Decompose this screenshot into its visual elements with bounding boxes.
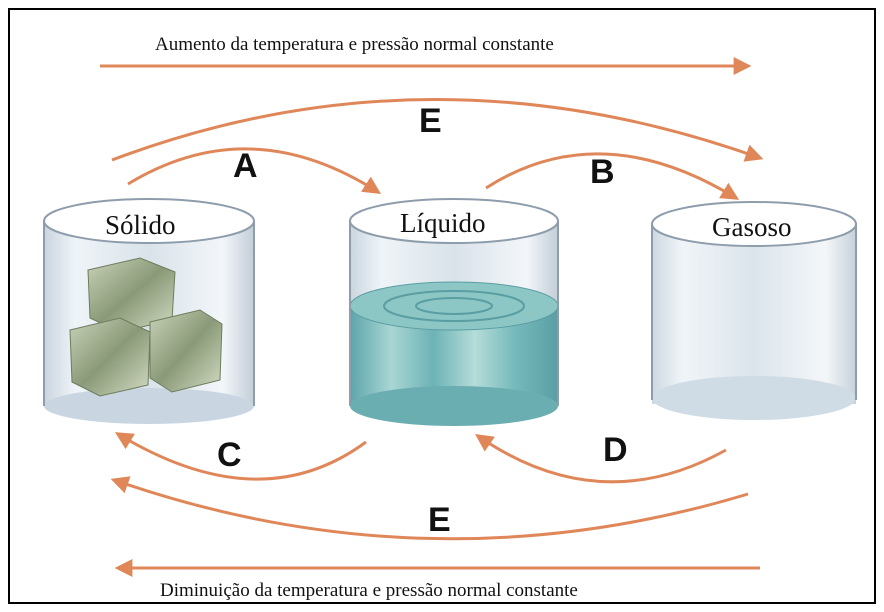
arrow-c-solidification bbox=[114, 432, 367, 481]
bottom-caption: Diminuição da temperatura e pressão norm… bbox=[160, 580, 578, 601]
arrow-b-vaporization bbox=[485, 152, 740, 200]
label-liquid: Líquido bbox=[400, 208, 486, 238]
arrow-e-sublimation bbox=[111, 98, 764, 162]
label-c: C bbox=[217, 436, 242, 474]
arrow-a-melting bbox=[127, 147, 382, 194]
label-solid: Sólido bbox=[105, 210, 176, 240]
diagram-frame bbox=[8, 8, 876, 604]
label-e-bottom: E bbox=[428, 501, 451, 539]
arrow-d-condensation bbox=[475, 433, 727, 484]
top-caption: Aumento da temperatura e pressão normal … bbox=[155, 34, 554, 55]
label-a: A bbox=[233, 147, 258, 185]
label-gas: Gasoso bbox=[712, 212, 792, 242]
label-d: D bbox=[603, 431, 628, 469]
label-e-top: E bbox=[419, 102, 442, 140]
beaker-gas: Gasoso bbox=[651, 201, 857, 420]
ice-cubes bbox=[69, 257, 223, 397]
beaker-liquid: Líquido bbox=[349, 198, 559, 426]
label-b: B bbox=[590, 153, 615, 191]
beaker-solid: Sólido bbox=[43, 198, 255, 424]
arrow-e-deposition bbox=[110, 476, 749, 541]
